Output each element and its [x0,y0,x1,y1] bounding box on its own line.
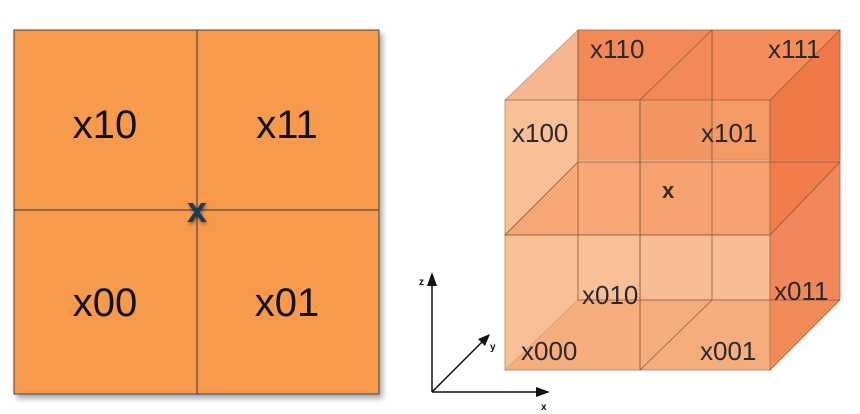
coordinate-axes [427,272,550,397]
cell-label-x10: x10 [73,103,138,147]
z-axis-label: z [419,277,424,288]
vertex-label-x001: x001 [700,336,756,366]
vertex-label-x100: x100 [512,118,568,148]
cube-labels: x110 x111 x100 x101 x010 x011 x000 x001 … [512,34,828,366]
cube-edge [639,29,713,101]
vertex-label-x111: x111 [768,34,821,64]
cell-label-x11: x11 [256,103,318,147]
center-marker: x [187,189,207,230]
vertex-label-x101: x101 [701,118,757,148]
y-axis-arrowhead [478,334,490,346]
vertex-label-x000: x000 [521,336,577,366]
vertex-label-x011: x011 [774,276,828,306]
cube-edge [504,161,579,236]
y-axis [431,339,485,393]
z-axis-arrowhead [427,272,437,286]
grid-2d: x10 x11 x00 x01 x [13,29,380,395]
cube-center-marker: x [662,178,675,203]
y-axis-label: y [490,342,496,353]
cube-edge [769,161,841,236]
x-axis-arrowhead [536,387,550,397]
vertex-label-x110: x110 [590,34,644,64]
cube-3d [504,29,841,371]
cube-edge [639,299,713,371]
vertex-label-x010: x010 [582,280,638,310]
cell-label-x00: x00 [73,281,138,325]
cell-label-x01: x01 [255,281,320,325]
x-axis-label: x [541,402,547,413]
